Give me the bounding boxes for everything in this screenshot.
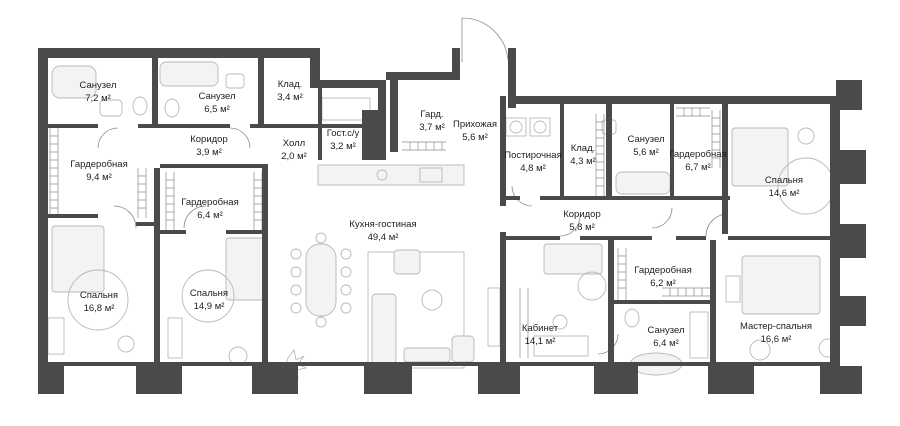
room-area-bedroom-1: 16,8 м² xyxy=(84,303,115,314)
bed-icon xyxy=(731,127,789,187)
armchair-icon xyxy=(451,335,475,363)
room-area-guest-wc: 3,2 м² xyxy=(330,141,356,152)
entrance-door-swing xyxy=(461,17,509,61)
room-name-storage-2: Клад. xyxy=(571,143,596,154)
room-labels: Санузел 7,2 м² Санузел 6,5 м² Клад. 3,4 … xyxy=(70,79,812,349)
room-name-bath-2: Санузел xyxy=(198,91,235,102)
sink-icon xyxy=(225,73,245,89)
toilet-icon xyxy=(624,308,640,328)
bathtub-icon xyxy=(51,65,97,99)
room-name-entrance-hall: Прихожая xyxy=(453,119,497,130)
room-name-master-bedroom: Мастер-спальня xyxy=(740,321,812,332)
desk-icon xyxy=(167,317,183,359)
room-area-corridor-2: 5,8 м² xyxy=(569,222,595,233)
room-name-bedroom-3: Спальня xyxy=(765,175,803,186)
chair-icon xyxy=(117,335,135,353)
stove-icon xyxy=(419,167,443,183)
room-name-wardrobe-3: Гардеробная xyxy=(669,149,726,160)
chair-icon xyxy=(552,314,568,330)
sofa-icon xyxy=(543,243,603,275)
room-name-storage-1: Клад. xyxy=(278,79,303,90)
room-area-kitchen-living: 49,4 м² xyxy=(368,232,399,243)
room-area-bedroom-2: 14,9 м² xyxy=(194,301,225,312)
room-name-laundry: Постирочная xyxy=(504,150,562,161)
room-area-study: 14,1 м² xyxy=(525,336,556,347)
bed-icon xyxy=(51,225,105,293)
room-name-wardrobe-4: Гардеробная xyxy=(634,265,691,276)
room-area-wardrobe-3: 6,7 м² xyxy=(685,162,711,173)
room-area-hall: 2,0 м² xyxy=(281,151,307,162)
nightstand-icon xyxy=(725,275,741,303)
room-name-corridor-1: Коридор xyxy=(190,134,228,145)
plant-icon xyxy=(749,339,771,361)
room-area-storage-2: 4,3 м² xyxy=(570,156,596,167)
coffee-table-icon xyxy=(421,289,443,311)
room-area-corridor-1: 3,9 м² xyxy=(196,147,222,158)
room-area-closet-1: 3,7 м² xyxy=(419,122,445,133)
room-area-bath-4: 6,4 м² xyxy=(653,338,679,349)
room-name-kitchen-living: Кухня-гостиная xyxy=(349,219,416,230)
sofa-icon xyxy=(403,347,451,363)
round-table-icon xyxy=(577,271,607,301)
bathtub-icon xyxy=(159,61,219,87)
room-area-wardrobe-4: 6,2 м² xyxy=(650,278,676,289)
room-name-bath-1: Санузел xyxy=(79,80,116,91)
room-area-entrance-hall: 5,6 м² xyxy=(462,132,488,143)
room-area-bath-3: 5,6 м² xyxy=(633,147,659,158)
vanity-icon xyxy=(689,311,709,359)
chair-icon xyxy=(797,127,815,145)
room-area-storage-1: 3,4 м² xyxy=(277,92,303,103)
room-area-bedroom-3: 14,6 м² xyxy=(769,188,800,199)
room-name-bath-4: Санузел xyxy=(647,325,684,336)
room-name-wardrobe-2: Гардеробная xyxy=(181,197,238,208)
rug-icon xyxy=(181,269,235,323)
armchair-icon xyxy=(393,249,421,275)
room-name-hall: Холл xyxy=(283,138,305,149)
room-area-wardrobe-1: 9,4 м² xyxy=(86,172,112,183)
room-area-master-bedroom: 16,6 м² xyxy=(761,334,792,345)
room-name-bedroom-1: Спальня xyxy=(80,290,118,301)
room-name-bath-3: Санузел xyxy=(627,134,664,145)
sink-icon xyxy=(376,169,388,181)
bathtub-icon xyxy=(615,171,671,195)
desk-icon xyxy=(533,335,589,357)
bed-icon xyxy=(225,237,265,301)
room-name-corridor-2: Коридор xyxy=(563,209,601,220)
pillars-layer xyxy=(38,80,866,394)
room-name-guest-wc: Гост.с/у xyxy=(327,128,360,139)
room-area-laundry: 4,8 м² xyxy=(520,163,546,174)
dining-table-icon xyxy=(305,243,337,317)
furniture-layer xyxy=(47,61,838,380)
door-layer xyxy=(97,17,729,355)
kitchen-counter-icon xyxy=(317,164,465,186)
room-name-study: Кабинет xyxy=(522,323,559,334)
room-name-bedroom-2: Спальня xyxy=(190,288,228,299)
bed-icon xyxy=(741,255,821,315)
walls-layer xyxy=(38,48,840,368)
room-area-wardrobe-2: 6,4 м² xyxy=(197,210,223,221)
shelf-icon xyxy=(487,287,501,347)
sink-icon xyxy=(99,99,123,117)
room-area-bath-2: 6,5 м² xyxy=(204,104,230,115)
desk-icon xyxy=(47,317,65,355)
room-area-bath-1: 7,2 м² xyxy=(85,93,111,104)
toilet-icon xyxy=(132,96,148,116)
rug-icon xyxy=(67,269,129,331)
toilet-icon xyxy=(164,98,180,118)
room-name-wardrobe-1: Гардеробная xyxy=(70,159,127,170)
room-name-closet-1: Гард. xyxy=(420,109,443,120)
sofa-icon xyxy=(371,293,397,365)
